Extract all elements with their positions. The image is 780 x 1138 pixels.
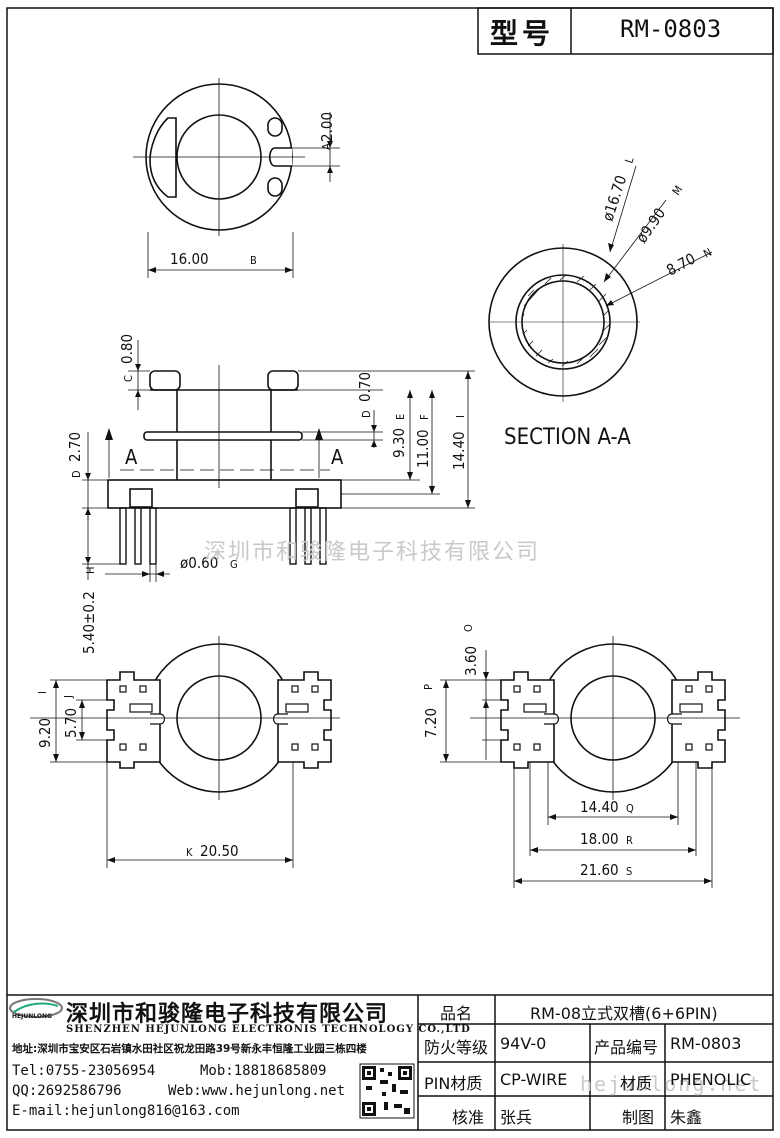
tel: Tel:0755-23056954 xyxy=(12,1063,156,1079)
section-mark-right: A xyxy=(331,445,344,469)
company-address: 地址:深圳市宝安区石岩镇水田社区祝龙田路39号新永丰恒隆工业园三栋四楼 xyxy=(12,1043,367,1055)
check-label: 核准 xyxy=(452,1108,485,1127)
dim-top-width-tag: B xyxy=(250,254,257,267)
title-block-grid xyxy=(7,994,773,1130)
dim-right-row: 7.20 xyxy=(422,708,440,738)
dim-left-outer: 9.20 xyxy=(36,718,54,748)
dim-groove-tag: D xyxy=(360,410,373,418)
dim-left-inner: 5.70 xyxy=(62,708,80,738)
draw-value: 朱鑫 xyxy=(670,1108,703,1127)
code-value: RM-0803 xyxy=(670,1034,742,1053)
dim-flange-thk: 0.80 xyxy=(118,334,136,364)
pin-label: PIN材质 xyxy=(424,1074,483,1093)
dim-pin-len: 5.40±0.2 xyxy=(80,591,98,654)
dim-mid-dia-tag: M xyxy=(670,183,686,197)
dim-base-h: 2.70 xyxy=(66,432,84,462)
draw-label: 制图 xyxy=(622,1108,655,1127)
dim-total-h-tag: I xyxy=(454,415,467,418)
material-label: 材质 xyxy=(620,1074,653,1093)
watermark-company: 深圳市和骏隆电子科技有限公司 xyxy=(204,540,541,565)
dim-total-h: 14.40 xyxy=(450,431,468,470)
model-code: RM-0803 xyxy=(620,15,722,43)
logo-text: HEJUNLONG xyxy=(12,1013,52,1020)
dim-inner-dia: 8.70 xyxy=(663,250,698,280)
dim-body-h-tag: F xyxy=(418,414,431,420)
web: Web:www.hejunlong.net xyxy=(168,1083,346,1099)
dim-base-h-tag: D xyxy=(70,470,83,478)
dim-right-span2-tag: R xyxy=(626,834,633,847)
dim-outer-dia-tag: L xyxy=(622,155,636,165)
dim-left-outer-tag: I xyxy=(36,691,49,694)
dim-groove: 0.70 xyxy=(356,372,374,402)
dim-pin-dia-tag: G xyxy=(230,558,238,571)
dim-top-width: 16.00 xyxy=(170,250,209,268)
qr-code xyxy=(359,1063,415,1119)
dim-inner-dia-tag: N xyxy=(701,246,714,261)
model-label: 型号 xyxy=(490,17,555,50)
dim-left-inner-tag: J xyxy=(62,695,75,699)
dim-left-span: 20.50 xyxy=(200,842,239,860)
name-value: RM-08立式双槽(6+6PIN) xyxy=(530,1004,718,1023)
dim-right-span1: 14.40 xyxy=(580,798,619,816)
dim-body-h: 11.00 xyxy=(414,429,432,468)
dim-winding-h: 9.30 xyxy=(390,428,408,458)
dim-outer-dia: ø16.70 xyxy=(599,173,631,223)
dim-right-span2: 18.00 xyxy=(580,830,619,848)
dim-right-span3-tag: S xyxy=(626,865,632,878)
model-box xyxy=(477,7,774,55)
qq: QQ:2692586796 xyxy=(12,1083,122,1099)
fire-value: 94V-0 xyxy=(500,1034,547,1053)
email: E-mail:hejunlong816@163.com xyxy=(12,1103,240,1119)
side-view xyxy=(107,370,342,509)
dim-right-pitch: 3.60 xyxy=(462,646,480,676)
section-hatch xyxy=(521,274,611,367)
company-name-cn: 深圳市和骏隆电子科技有限公司 xyxy=(66,1001,389,1027)
dim-mid-dia: ø9.90 xyxy=(633,205,670,247)
section-mark-left: A xyxy=(125,445,138,469)
watermark-url: hejunlong.net xyxy=(580,1072,763,1096)
dim-right-span1-tag: Q xyxy=(626,802,634,815)
dim-left-span-tag: K xyxy=(186,846,193,859)
mob: Mob:18818685809 xyxy=(200,1063,327,1079)
dim-right-span3: 21.60 xyxy=(580,861,619,879)
company-name-en: SHENZHEN HEJUNLONG ELECTRONIS TECHNOLOGY… xyxy=(66,1024,471,1035)
pin-value: CP-WIRE xyxy=(500,1070,568,1089)
dim-pin-dia: ø0.60 xyxy=(180,554,218,572)
dim-flange-thk-tag: C xyxy=(122,375,135,382)
code-label: 产品编号 xyxy=(594,1038,659,1057)
dim-top-slot: 2.00 xyxy=(318,112,336,142)
dim-right-pitch-tag: O xyxy=(462,624,475,632)
check-value: 张兵 xyxy=(500,1108,533,1127)
company-logo xyxy=(9,998,63,1018)
dim-winding-h-tag: E xyxy=(394,414,407,420)
dim-pin-len-tag: H xyxy=(84,567,97,574)
fire-label: 防火等级 xyxy=(424,1038,489,1057)
material-value: PHENOLIC xyxy=(670,1070,752,1089)
dim-right-row-tag: P xyxy=(422,684,435,690)
dim-top-slot-tag: A xyxy=(320,143,333,150)
section-title: SECTION A-A xyxy=(504,425,631,450)
name-label: 品名 xyxy=(440,1004,473,1023)
